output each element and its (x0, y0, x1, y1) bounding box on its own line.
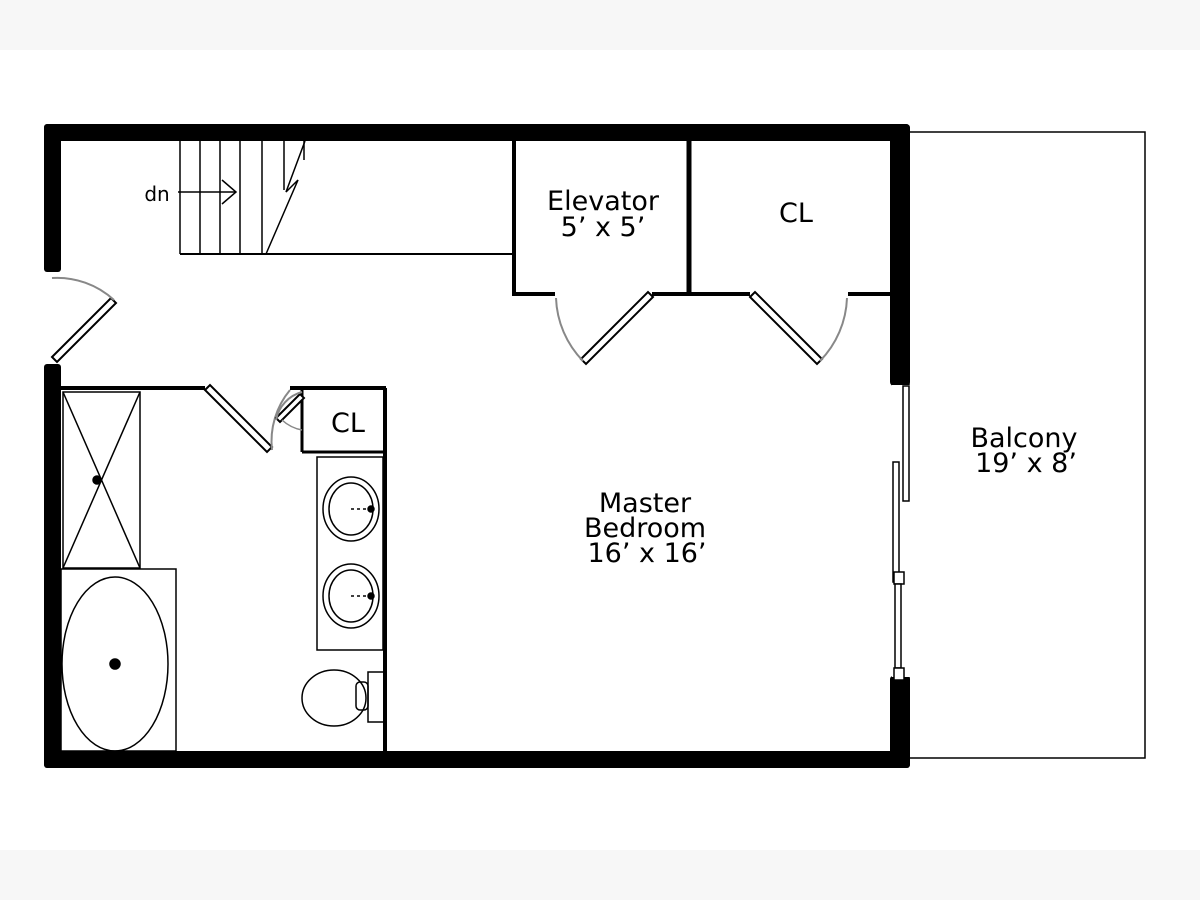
closet-label: CL (779, 198, 813, 229)
closet-door (748, 290, 848, 366)
stairs-down-label: dn (144, 182, 169, 206)
elevator-size: 5’ x 5’ (561, 212, 646, 243)
doors (50, 276, 848, 454)
toilet (301, 669, 385, 727)
interior-walls (61, 141, 892, 751)
balcony-size: 19’ x 8’ (975, 448, 1077, 479)
bath-closet-label: CL (331, 408, 365, 439)
bedroom-size: 16’ x 16’ (587, 538, 706, 569)
sink-1 (322, 476, 380, 542)
bedroom-label-line1: Master (599, 488, 692, 519)
balcony-label: Balcony (970, 423, 1077, 454)
shower (62, 391, 141, 569)
entry-door (50, 276, 118, 364)
elevator-label: Elevator (547, 186, 660, 217)
bathtub (60, 568, 177, 752)
bedroom-label-line2: Bedroom (584, 513, 706, 544)
staircase (178, 140, 306, 255)
elevator-door (555, 290, 655, 366)
vanity (316, 456, 384, 651)
sink-2 (322, 563, 380, 629)
bath-closet-door (274, 391, 306, 431)
balcony-sliding-door (892, 385, 910, 681)
exterior-walls (44, 124, 910, 768)
